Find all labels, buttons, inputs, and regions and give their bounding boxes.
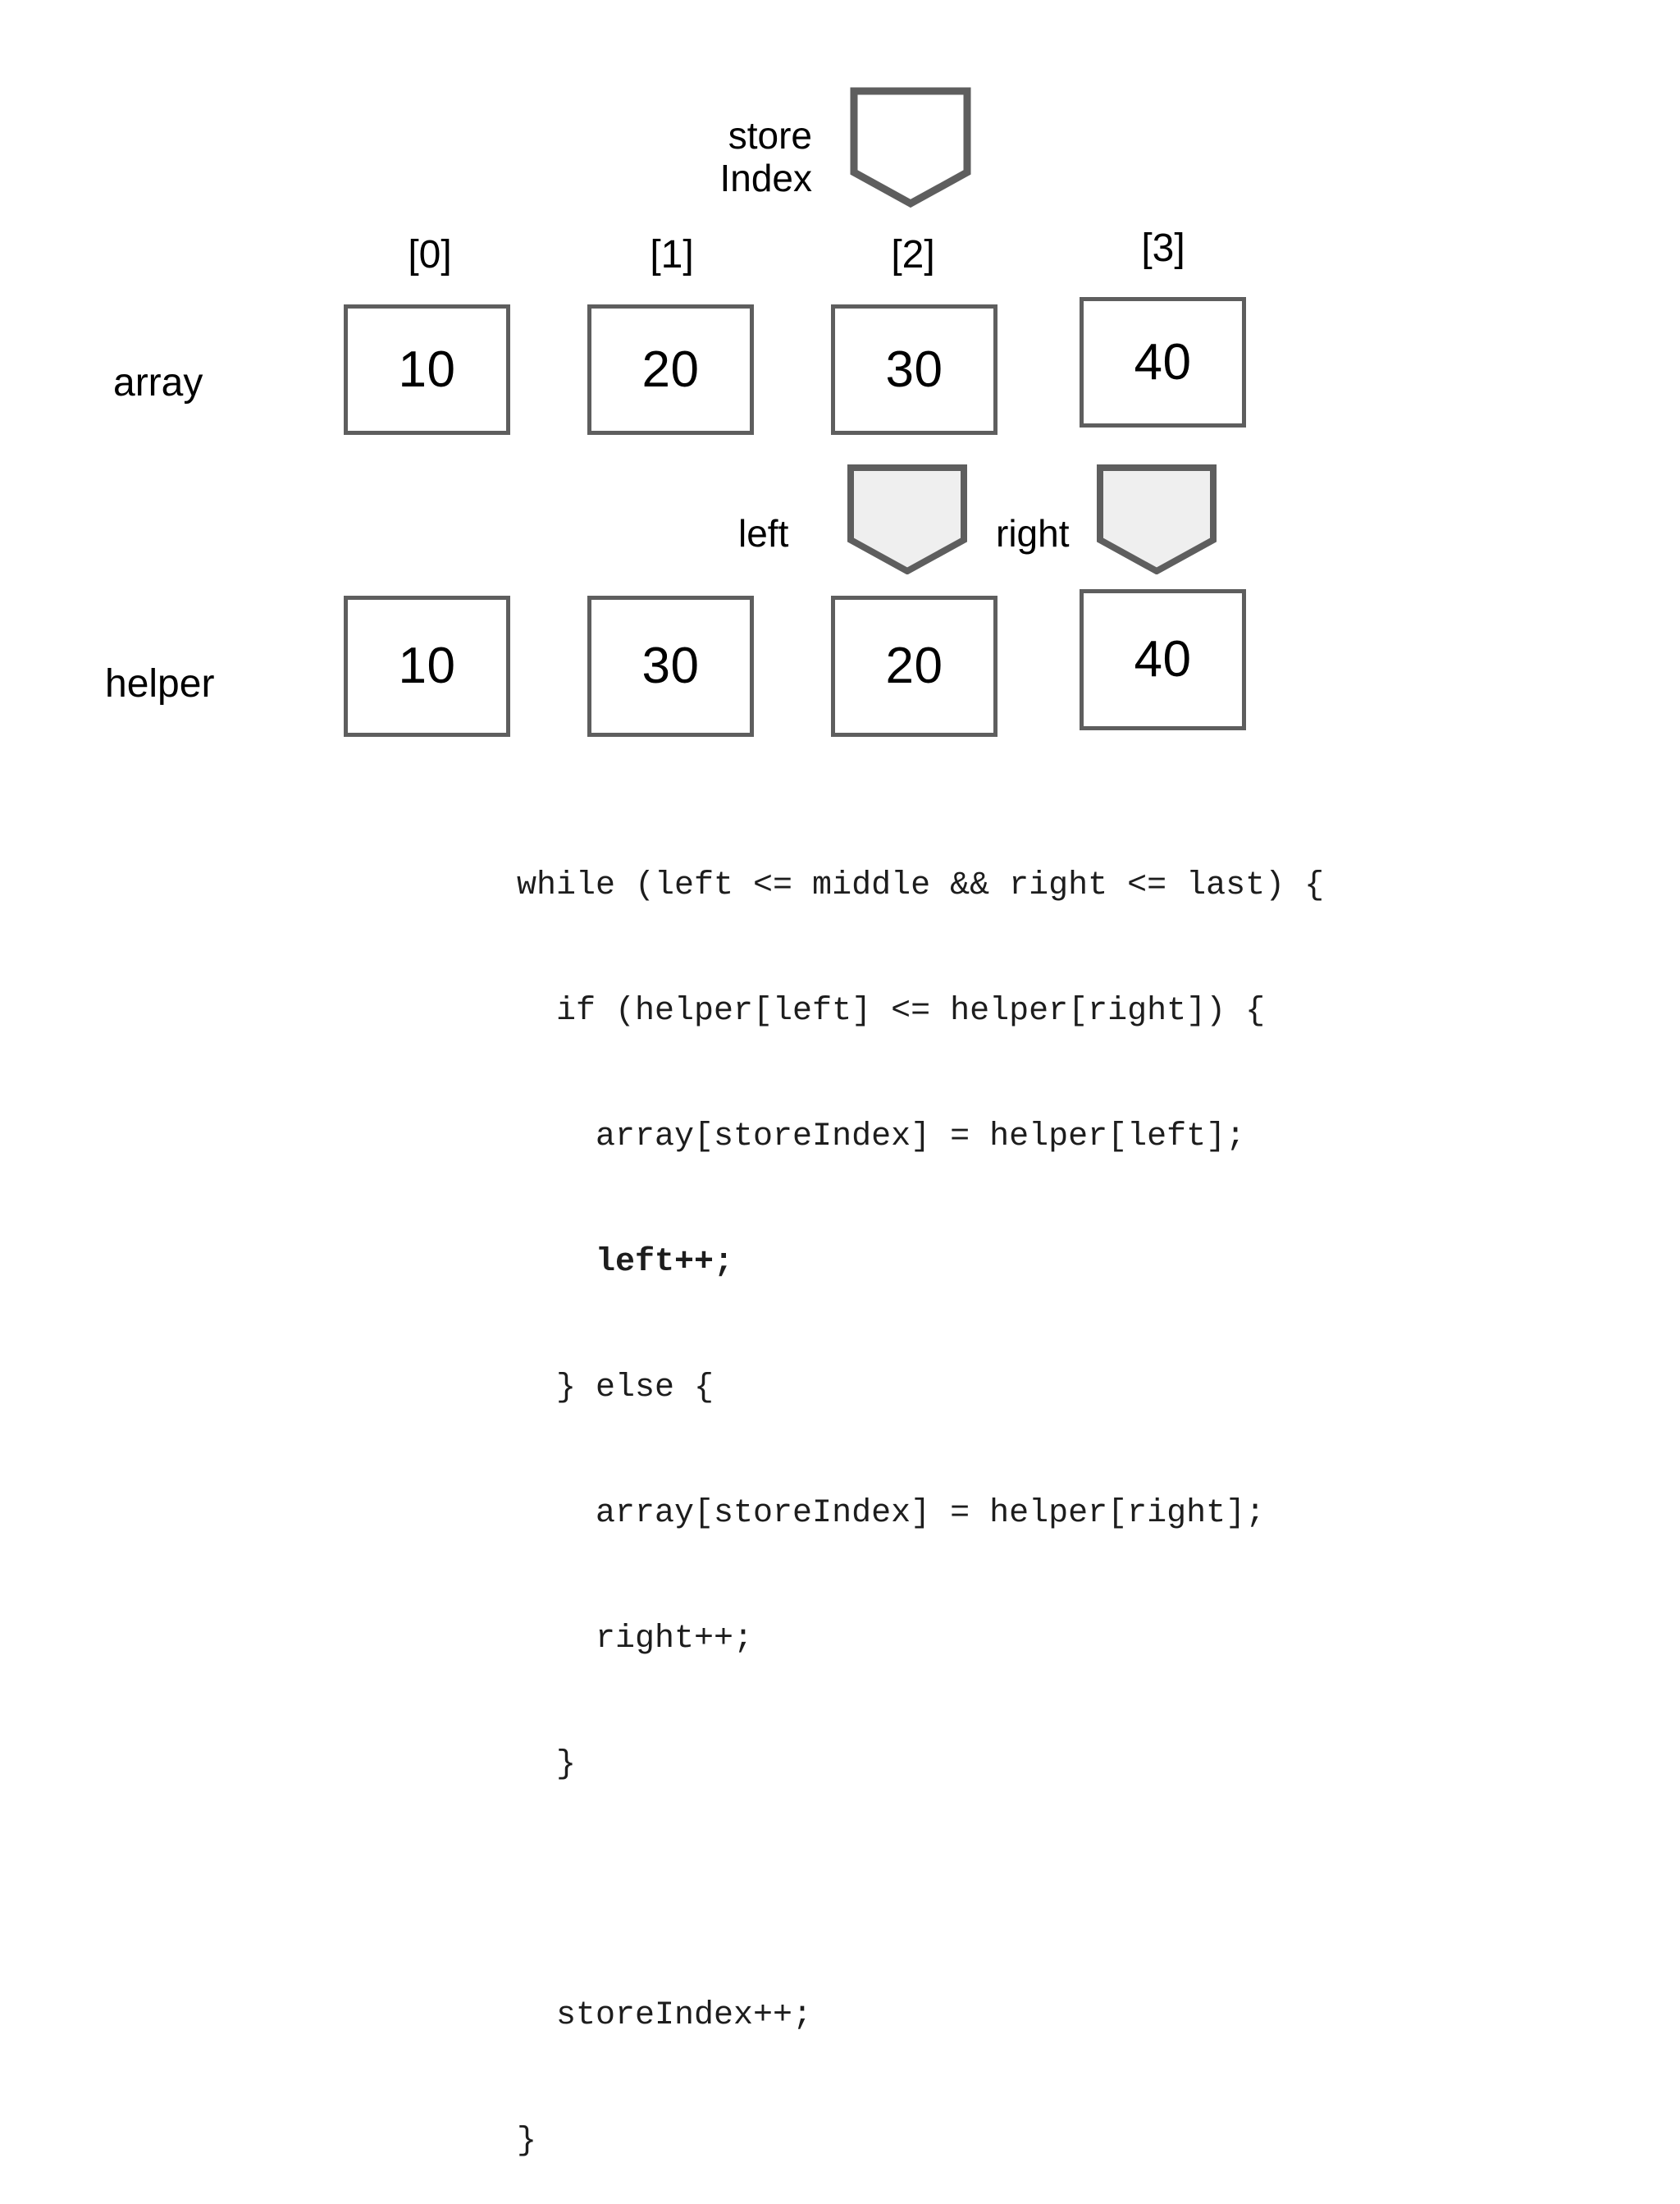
index-label-3: [3] xyxy=(1141,226,1185,270)
code-block: while (left <= middle && right <= last) … xyxy=(517,781,1324,2204)
array-cell-1-value: 20 xyxy=(641,341,700,398)
left-pointer-icon xyxy=(847,464,967,574)
index-label-0: [0] xyxy=(408,233,452,277)
row-label-helper: helper xyxy=(105,662,215,706)
code-line-10: } xyxy=(517,2123,537,2160)
helper-cell-2[interactable]: 20 xyxy=(831,596,998,737)
left-pointer[interactable] xyxy=(847,464,968,574)
helper-cell-1[interactable]: 30 xyxy=(587,596,754,737)
array-cell-2[interactable]: 30 xyxy=(831,304,998,435)
array-cell-1[interactable]: 20 xyxy=(587,304,754,435)
code-line-0: while (left <= middle && right <= last) … xyxy=(517,867,1325,904)
right-pointer-icon xyxy=(1097,464,1217,574)
code-line-7: } xyxy=(517,1746,577,1783)
store-index-pointer-icon xyxy=(850,87,971,208)
code-line-8 xyxy=(517,1869,1324,1911)
array-cell-0[interactable]: 10 xyxy=(344,304,510,435)
code-line-1: if (helper[left] <= helper[right]) { xyxy=(517,993,1266,1030)
array-cell-0-value: 10 xyxy=(398,341,456,398)
helper-cell-0-value: 10 xyxy=(398,638,456,694)
store-index-pointer-label: store Index xyxy=(719,114,812,199)
index-label-2: [2] xyxy=(891,233,935,277)
array-cell-3[interactable]: 40 xyxy=(1080,297,1246,428)
code-line-5: array[storeIndex] = helper[right]; xyxy=(517,1495,1266,1532)
helper-cell-1-value: 30 xyxy=(641,638,700,694)
code-line-2: array[storeIndex] = helper[left]; xyxy=(517,1118,1246,1155)
code-line-4: } else { xyxy=(517,1369,714,1406)
helper-cell-2-value: 20 xyxy=(885,638,943,694)
helper-cell-0[interactable]: 10 xyxy=(344,596,510,737)
row-label-array: array xyxy=(113,361,203,405)
array-cell-3-value: 40 xyxy=(1134,333,1192,391)
helper-cell-3-value: 40 xyxy=(1134,631,1192,688)
array-cell-2-value: 30 xyxy=(885,341,943,398)
code-line-9: storeIndex++; xyxy=(517,1997,813,2034)
left-pointer-label: left xyxy=(738,512,789,555)
helper-cell-3[interactable]: 40 xyxy=(1080,589,1246,730)
right-pointer[interactable] xyxy=(1096,464,1217,574)
index-label-1: [1] xyxy=(650,233,694,277)
store-index-pointer[interactable] xyxy=(849,86,972,209)
code-line-6: right++; xyxy=(517,1621,754,1658)
code-line-3: left++; xyxy=(517,1244,734,1281)
right-pointer-label: right xyxy=(996,512,1070,555)
